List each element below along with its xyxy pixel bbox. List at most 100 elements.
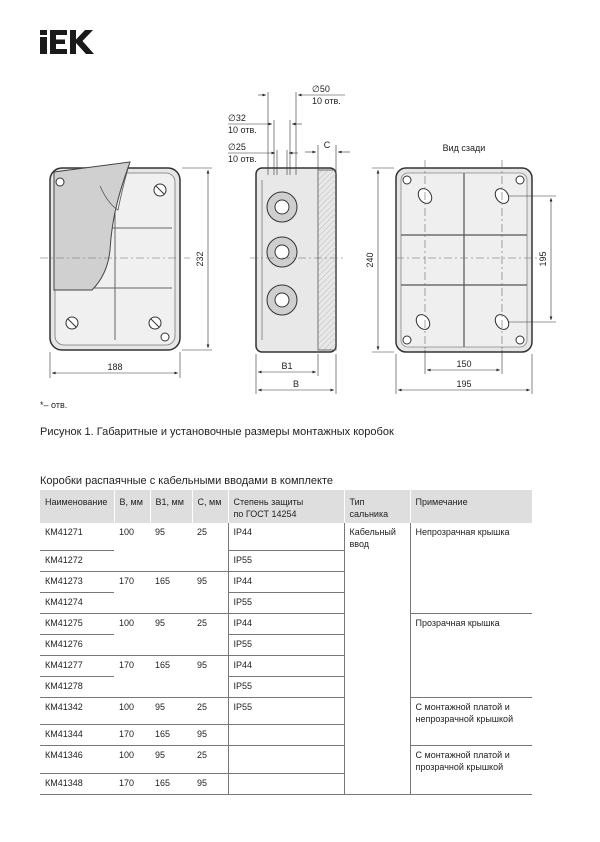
dim-d32-note: 10 отв.: [228, 125, 257, 135]
table-cell: [410, 676, 532, 698]
table-cell: [228, 724, 345, 746]
table-cell: 165: [150, 773, 192, 795]
table-cell: 25: [192, 613, 229, 634]
dim-d25-label: ∅25: [228, 142, 246, 152]
table-cell: [228, 745, 345, 774]
table-cell: 165: [155, 575, 171, 586]
table-cell: [114, 592, 150, 614]
table-cell: [150, 592, 192, 614]
table-cell: [344, 724, 411, 746]
figure-caption: Рисунок 1. Габаритные и установочные раз…: [40, 426, 394, 438]
table-cell: [114, 634, 150, 656]
dim-d25-note: 10 отв.: [228, 154, 257, 164]
table-cell: 95: [192, 571, 229, 592]
table-row: КМ41272 IP55: [40, 550, 532, 572]
dim-188-label: 188: [107, 362, 122, 372]
table-cell: КМ41276: [40, 634, 114, 656]
table-cell: IP55: [228, 550, 345, 572]
table-cell: 170: [119, 575, 135, 586]
table-cell: [344, 550, 411, 571]
table-cell: IP44: [228, 523, 345, 551]
dim-d32-label: ∅32: [228, 113, 246, 123]
table-cell: 165: [150, 724, 192, 746]
table-cell: [228, 773, 345, 795]
column-header: B1, мм: [150, 490, 193, 523]
table-cell: [410, 655, 532, 676]
table-cell: КМ41271: [40, 523, 114, 551]
table-cell: [344, 697, 411, 725]
table-cell: КМ41346: [40, 745, 114, 774]
dim-150-label: 150: [456, 359, 471, 369]
table-cell: 170: [114, 773, 150, 795]
table-cell: IP55: [228, 634, 345, 656]
table-cell: 165: [155, 659, 171, 670]
table-cell: [344, 571, 411, 592]
dim-c-label: C: [324, 140, 331, 150]
table-cell: [344, 592, 411, 613]
table-cell: IP55: [228, 697, 345, 725]
table-cell: [344, 655, 411, 676]
table-cell: [344, 676, 411, 697]
table-cell: КМ41275: [40, 613, 114, 635]
table-row: КМ41278 IP55: [40, 676, 532, 698]
rear-view: Вид сзади 240: [365, 143, 556, 394]
table-cell: КМ41278: [40, 676, 114, 698]
column-header: C, мм: [192, 490, 229, 523]
table-cell: 25: [192, 745, 229, 774]
table-cell: 95: [192, 773, 229, 795]
dim-195-horizontal-label: 195: [456, 379, 471, 389]
column-header: Примечание: [410, 490, 533, 523]
table-cell: [344, 773, 411, 795]
rear-view-label: Вид сзади: [443, 143, 486, 153]
table-row: КМ41276 IP55: [40, 634, 532, 656]
dim-240-label: 240: [365, 252, 375, 267]
table-cell: 170: [119, 659, 135, 670]
footnote: *– отв.: [40, 400, 68, 410]
table-cell: [192, 550, 229, 572]
dimension-drawing: 188 232 ∅32 10 отв.: [40, 84, 556, 394]
table-cell: КМ41348: [40, 773, 114, 795]
table-cell: 95: [192, 655, 229, 676]
side-view: ∅32 10 отв. ∅25 10 отв. ∅50 10 отв. C: [228, 84, 350, 394]
dim-d50-label: ∅50: [312, 84, 330, 94]
table-cell: 100: [114, 697, 150, 725]
table-cell: 25: [192, 523, 229, 550]
table-cell: Прозрачная крышка: [415, 617, 500, 628]
table-cell: [344, 613, 411, 634]
table-cell: КМ41277: [40, 655, 114, 677]
table-cell: [410, 773, 532, 795]
table-cell: 100: [119, 527, 135, 537]
dim-195-vertical-label: 195: [538, 251, 548, 266]
table-cell: 25: [192, 697, 229, 725]
table-cell: [410, 550, 532, 571]
front-view: 188 232: [40, 161, 212, 378]
table-cell: [344, 634, 411, 655]
table-cell: [114, 676, 150, 698]
table-cell: IP44: [228, 571, 345, 593]
table-cell: КМ41342: [40, 697, 114, 725]
column-header: Тип сальника: [344, 490, 411, 523]
table-cell: КМ41273: [40, 571, 114, 593]
table-cell: КМ41272: [40, 550, 114, 572]
table-cell: IP55: [228, 676, 345, 698]
dim-b1-label: B1: [281, 361, 292, 371]
table-cell: [410, 724, 532, 746]
table-cell: 95: [192, 724, 229, 746]
table-cell: КМ41344: [40, 724, 114, 746]
table-cell: 95: [155, 527, 166, 537]
table-cell: IP44: [228, 655, 345, 677]
table-cell: IP44: [228, 613, 345, 635]
table-cell: 95: [150, 745, 192, 774]
